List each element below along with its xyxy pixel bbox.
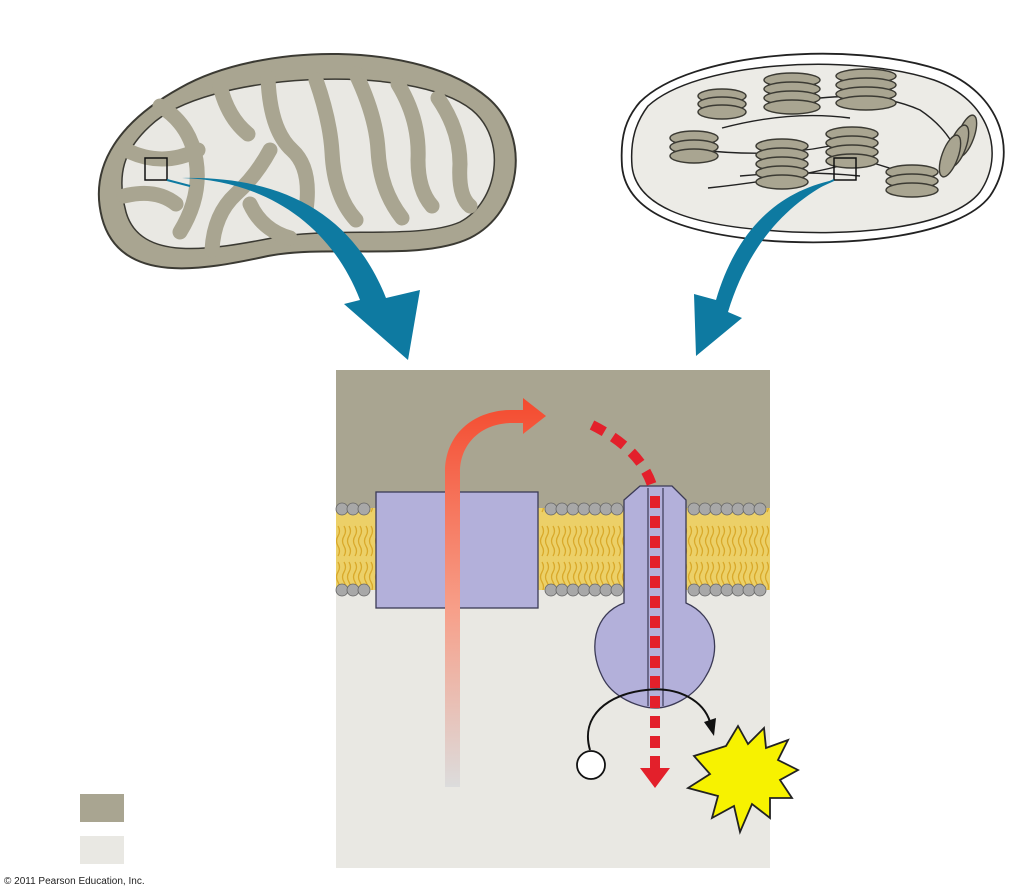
proton-flow-dashed-arrow-upper [589,420,659,494]
phospholipid-head [555,583,569,597]
phospholipid-head [588,583,602,597]
phospholipid-heads-top [335,502,767,516]
legend-swatch-dark [80,794,124,822]
granum-8 [938,114,978,178]
phospholipid-head [731,583,745,597]
phospholipid-head [577,583,591,597]
phospholipid-head [346,583,360,597]
phospholipid-head [720,583,734,597]
granum-7 [885,164,939,198]
mitochondrion [97,52,517,270]
phospholipid-head [720,502,734,516]
phospholipid-head [687,583,701,597]
granum-1 [697,88,747,120]
phospholipid-heads-bottom [335,583,767,597]
chloroplast-zoom-box [833,157,857,181]
mitochondrion-zoom-box [144,157,168,181]
phospholipid-head [742,583,756,597]
phospholipid-head [742,502,756,516]
phospholipid-head [709,583,723,597]
atp-synthesis-arrowhead [704,718,716,736]
proton-pump-arrow [445,398,546,787]
phospholipid-head [346,502,360,516]
substrate-circle [576,750,606,780]
legend-swatch-light [80,836,124,864]
phospholipid-head [753,502,767,516]
phospholipid-head [709,502,723,516]
phospholipid-head [335,583,349,597]
mitochondrion-zoom-pointer [166,179,191,187]
phospholipid-head [698,583,712,597]
phospholipid-head [566,583,580,597]
phospholipid-head [599,583,613,597]
phospholipid-head [357,583,371,597]
phospholipid-head [753,583,767,597]
grana-stacks [669,68,978,198]
phospholipid-head [588,502,602,516]
phospholipid-head [687,502,701,516]
granum-2 [763,72,821,115]
atp-synthesis-arrow [587,688,711,751]
granum-3 [835,68,897,111]
membrane-panel [335,370,800,868]
phospholipid-head [610,583,624,597]
left-zoom-arrow [182,177,420,360]
phospholipid-head [599,502,613,516]
phospholipid-head [335,502,349,516]
phospholipid-head [731,502,745,516]
phospholipid-head [555,502,569,516]
right-zoom-arrow [694,180,834,356]
phospholipid-head [698,502,712,516]
phospholipid-head [357,502,371,516]
copyright-text: © 2011 Pearson Education, Inc. [4,876,145,887]
cristae [116,66,478,258]
phospholipid-head [577,502,591,516]
proton-flow-arrowhead [640,768,670,788]
phospholipid-head [566,502,580,516]
phospholipid-head [544,502,558,516]
phospholipid-head [544,583,558,597]
granum-4 [669,130,719,164]
product-star [685,724,800,835]
chloroplast [620,52,1005,244]
phospholipid-head [610,502,624,516]
granum-5 [755,138,809,190]
